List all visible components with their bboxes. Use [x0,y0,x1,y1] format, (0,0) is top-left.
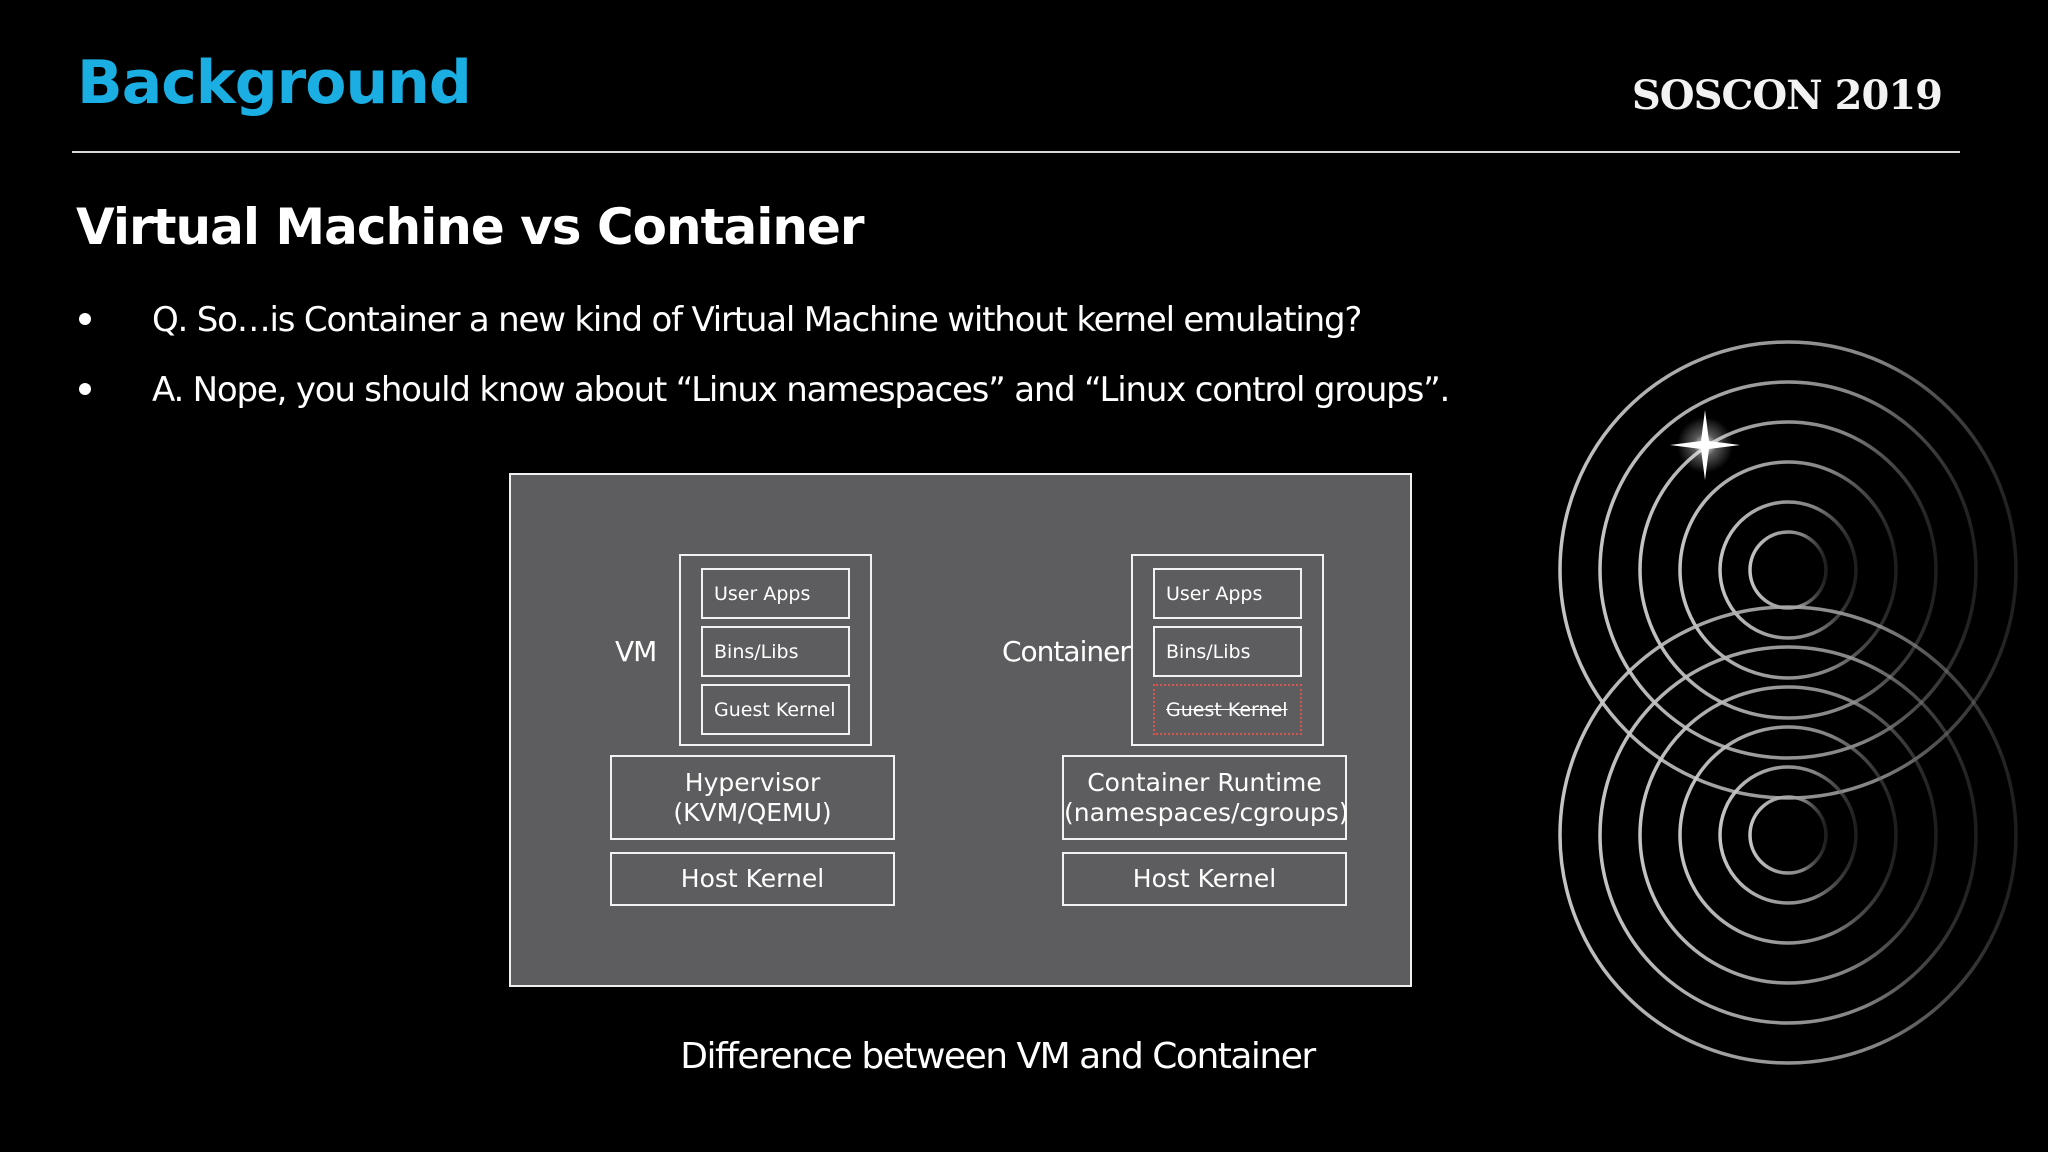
bullet-text: A. Nope, you should know about “Linux na… [152,370,1450,410]
vm-bins-libs-box: Bins/Libs [701,626,850,677]
vm-host-kernel-label: Host Kernel [680,864,825,893]
section-title: Background [77,48,472,118]
container-host-kernel-label: Host Kernel [1132,864,1277,893]
container-runtime-sublabel: (namespaces/cgroups) [1064,797,1349,827]
vm-guest-kernel-box: Guest Kernel [701,684,850,735]
diagram-caption: Difference between VM and Container [680,1036,1316,1077]
container-guest-kernel-removed-box: Guest Kernel [1153,684,1302,735]
bullet-dot-icon [79,383,91,395]
container-user-apps-box: User Apps [1153,568,1302,619]
vm-host-kernel-box: Host Kernel [610,852,895,906]
container-runtime-box: Container Runtime (namespaces/cgroups) [1062,755,1349,840]
hypervisor-sublabel: (KVM/QEMU) [673,797,832,827]
vm-label: VM [615,635,657,668]
container-label: Container [1002,635,1131,668]
hypervisor-box: Hypervisor (KVM/QEMU) [610,755,895,840]
vm-guest-frame: User Apps Bins/Libs Guest Kernel [679,554,872,746]
hypervisor-label: Hypervisor [684,767,821,797]
container-bins-libs-box: Bins/Libs [1153,626,1302,677]
soscon-logo: SOSCON 2019 [1631,72,1943,119]
soscon-swirl-graphic-icon [1558,340,2018,1065]
slide-title: Virtual Machine vs Container [76,198,865,256]
container-runtime-label: Container Runtime [1087,767,1322,797]
bullet-dot-icon [79,313,91,325]
container-guest-frame: User Apps Bins/Libs Guest Kernel [1131,554,1324,746]
sparkle-icon [1670,410,1740,480]
header-divider [72,151,1960,153]
container-host-kernel-box: Host Kernel [1062,852,1347,906]
bullet-text: Q. So…is Container a new kind of Virtual… [152,300,1362,340]
vm-vs-container-diagram: VM User Apps Bins/Libs Guest Kernel Hype… [509,473,1412,987]
vm-user-apps-box: User Apps [701,568,850,619]
